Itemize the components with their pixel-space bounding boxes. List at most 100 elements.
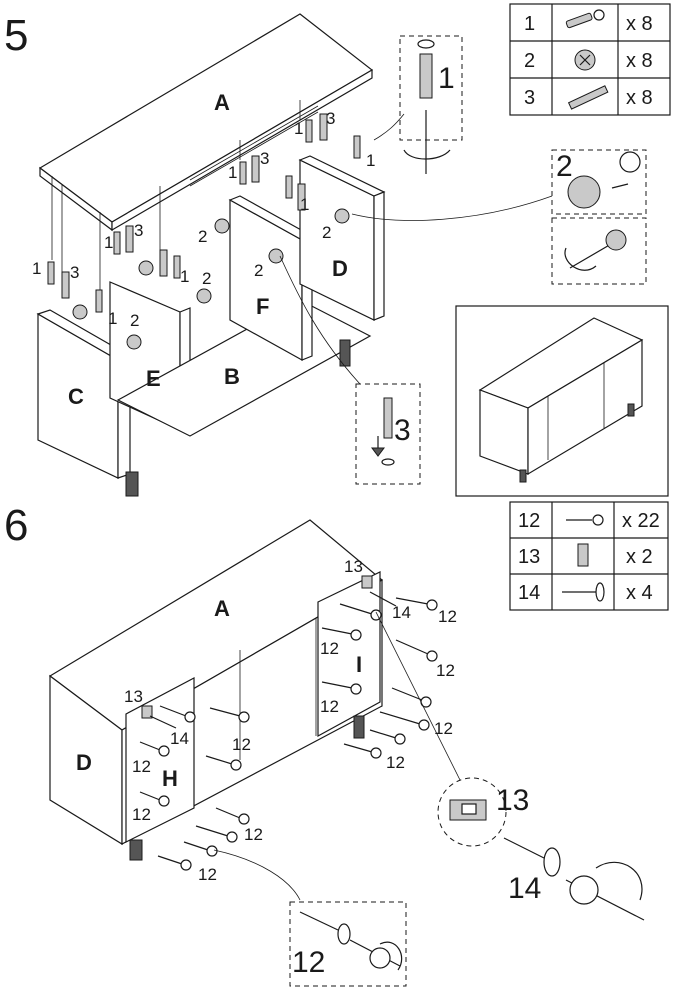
part-number: 1 — [104, 233, 113, 252]
part-number: 12 — [320, 697, 339, 716]
hinge-plate-icon — [361, 575, 373, 589]
panel-label-b: B — [224, 364, 240, 389]
panel-label-e: E — [146, 366, 161, 391]
wooden-dowel-icon — [297, 183, 306, 211]
part-number: 3 — [326, 109, 335, 128]
wooden-dowel-icon — [567, 85, 609, 110]
short-screw-icon — [321, 681, 362, 695]
part-number: 1 — [366, 151, 375, 170]
part-number: 13 — [124, 687, 143, 706]
wooden-dowel-icon — [125, 225, 134, 253]
step-5-parts-table: 1 2 3 x 8 x 8 x 8 — [509, 3, 671, 116]
part-number: 1 — [228, 163, 237, 182]
short-screw-icon — [139, 791, 170, 807]
short-screw-icon — [157, 855, 192, 871]
callout-number: 1 — [438, 62, 455, 95]
step-6-parts-table: 12 13 14 x 22 x 2 x 4 — [509, 501, 669, 611]
short-screw-icon — [205, 755, 242, 771]
table-qty-14: x 4 — [626, 582, 653, 604]
table-qty-3: x 8 — [626, 87, 653, 109]
callout-number: 14 — [508, 872, 541, 905]
step-5-number: 5 — [4, 11, 28, 60]
cam-bolt-icon — [173, 255, 181, 279]
short-screw-icon — [395, 639, 438, 662]
part-number: 13 — [344, 557, 363, 576]
step-6-number: 6 — [4, 501, 28, 550]
table-qty-13: x 2 — [626, 546, 653, 568]
cam-bolt-icon — [113, 231, 121, 255]
panel-label-i: I — [356, 652, 362, 677]
callout-hinge-screw: 13 14 — [437, 777, 645, 921]
callout-screw: 12 — [289, 901, 407, 987]
hinge-plate-icon — [141, 705, 153, 719]
step-5-furniture: A B C D E F 1 3 1 2 1 3 1 2 2 1 3 2 1 2 … — [32, 13, 553, 497]
part-number: 1 — [32, 259, 41, 278]
callout-number: 2 — [556, 150, 573, 183]
table-qty-2: x 8 — [626, 50, 653, 72]
short-screw-icon — [343, 743, 382, 759]
part-number: 12 — [386, 753, 405, 772]
cam-bolt-icon — [353, 135, 361, 159]
cam-lock-icon — [268, 248, 284, 264]
part-number: 12 — [132, 805, 151, 824]
short-screw-icon — [369, 729, 406, 745]
callout-dowel: 3 — [355, 383, 421, 485]
part-number: 12 — [438, 607, 457, 626]
callout-cam-bolt: 1 — [399, 35, 463, 174]
wooden-dowel-icon — [319, 113, 328, 141]
part-number: 1 — [180, 267, 189, 286]
cam-lock-icon — [72, 304, 88, 320]
cam-lock-icon — [574, 49, 596, 71]
cam-lock-icon — [126, 334, 142, 350]
part-number: 12 — [434, 719, 453, 738]
short-screw-icon — [209, 707, 250, 723]
long-screw-icon — [562, 582, 605, 602]
panel-label-a: A — [214, 596, 230, 621]
table-part-14: 14 — [518, 582, 540, 604]
part-number: 2 — [254, 261, 263, 280]
panel-label-h: H — [162, 766, 178, 791]
table-qty-12: x 22 — [622, 510, 660, 532]
table-part-1: 1 — [524, 13, 535, 35]
cam-bolt-icon — [305, 119, 313, 143]
wooden-dowel-icon — [251, 155, 260, 183]
cam-lock-icon — [334, 208, 350, 224]
part-number: 12 — [320, 639, 339, 658]
callout-number: 3 — [394, 414, 411, 447]
part-number: 1 — [108, 309, 117, 328]
panel-label-c: C — [68, 384, 84, 409]
cam-lock-icon — [196, 288, 212, 304]
short-screw-icon — [139, 741, 170, 757]
cam-bolt-icon — [95, 289, 103, 313]
part-number: 3 — [134, 221, 143, 240]
wooden-dowel-icon — [61, 271, 70, 299]
panel-label-f: F — [256, 294, 269, 319]
part-number: 12 — [436, 661, 455, 680]
panel-label-d: D — [332, 256, 348, 281]
part-number: 1 — [294, 119, 303, 138]
table-part-13: 13 — [518, 546, 540, 568]
short-screw-icon — [183, 841, 218, 857]
step-6-furniture: A D H I 13 14 12 12 12 12 12 12 — [48, 519, 461, 901]
part-number: 3 — [260, 149, 269, 168]
cam-bolt-icon — [239, 161, 247, 185]
short-screw-icon — [566, 514, 604, 526]
part-number: 14 — [170, 729, 189, 748]
long-screw-icon — [149, 715, 177, 729]
cam-lock-icon — [214, 218, 230, 234]
cam-bolt-icon — [565, 9, 605, 29]
short-screw-icon — [379, 711, 430, 731]
part-number: 2 — [202, 269, 211, 288]
part-number: 1 — [300, 195, 309, 214]
part-number: 12 — [132, 757, 151, 776]
short-screw-icon — [215, 807, 250, 825]
table-part-12: 12 — [518, 510, 540, 532]
callout-number: 12 — [292, 946, 325, 979]
part-number: 12 — [244, 825, 263, 844]
callout-number: 13 — [496, 784, 529, 817]
wooden-dowel-icon — [159, 249, 168, 277]
table-part-2: 2 — [524, 50, 535, 72]
assembled-preview — [455, 305, 669, 497]
part-number: 14 — [392, 603, 411, 622]
